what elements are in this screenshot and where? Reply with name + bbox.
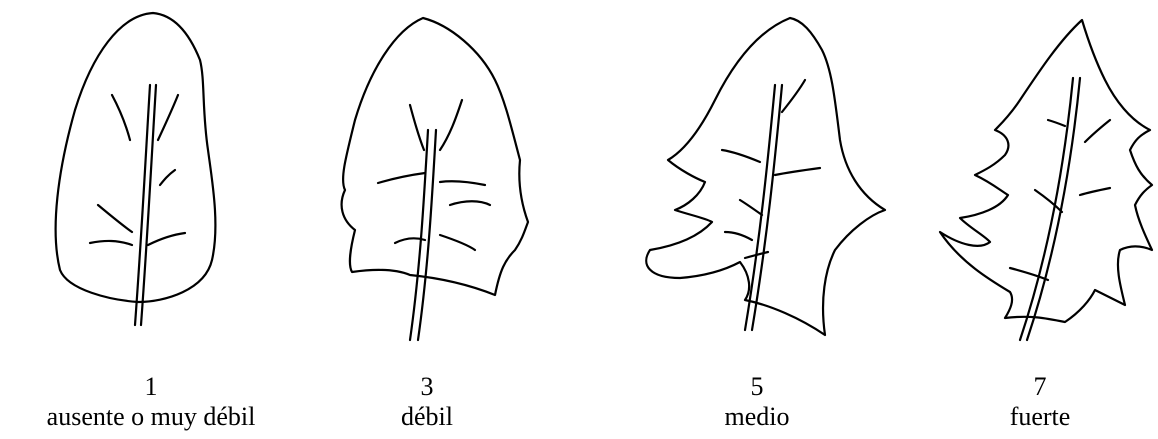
- leaf-2-midrib: [410, 130, 428, 340]
- leaf-3-drawing: [646, 18, 885, 335]
- leaf-1-vein: [148, 233, 185, 245]
- leaf-1-vein: [98, 205, 132, 232]
- leaf-2-vein: [378, 173, 425, 183]
- leaf-4-vein: [1048, 120, 1065, 126]
- leaf-1-vein: [112, 95, 130, 140]
- leaf-drawings: [0, 0, 1158, 360]
- leaf-3-vein: [740, 200, 762, 215]
- caption-3-label: débil: [297, 402, 557, 432]
- leaf-4-midrib: [1020, 78, 1073, 340]
- leaf-1-vein: [90, 241, 132, 245]
- leaf-2-vein: [440, 100, 462, 150]
- caption-7-number: 7: [910, 372, 1158, 402]
- leaf-1-vein: [160, 170, 175, 185]
- caption-7-label: fuerte: [910, 402, 1158, 432]
- leaf-2-vein: [440, 235, 475, 250]
- leaf-3-vein: [722, 150, 760, 162]
- leaf-3-vein: [725, 232, 752, 240]
- leaf-4-drawing: [940, 20, 1152, 340]
- leaf-3-midrib-inner: [752, 85, 782, 330]
- leaf-2-drawing: [342, 18, 528, 340]
- leaf-2-vein: [410, 105, 424, 150]
- leaf-1-outline: [56, 13, 216, 302]
- leaf-3-vein: [775, 168, 820, 175]
- caption-5-number: 5: [627, 372, 887, 402]
- caption-7: 7 fuerte: [910, 372, 1158, 432]
- caption-3: 3 débil: [297, 372, 557, 432]
- leaf-1-drawing: [56, 13, 216, 325]
- caption-1-number: 1: [21, 372, 281, 402]
- caption-1-label: ausente o muy débil: [21, 402, 281, 432]
- caption-3-number: 3: [297, 372, 557, 402]
- leaf-1-vein: [158, 95, 178, 140]
- leaf-3-vein: [782, 80, 805, 112]
- leaf-4-vein: [1080, 188, 1110, 195]
- leaf-4-vein: [1010, 268, 1048, 280]
- leaf-4-vein: [1085, 120, 1110, 142]
- leaf-2-vein: [440, 181, 485, 185]
- caption-1: 1 ausente o muy débil: [21, 372, 281, 432]
- caption-5: 5 medio: [627, 372, 887, 432]
- caption-5-label: medio: [627, 402, 887, 432]
- leaf-2-vein: [450, 201, 490, 205]
